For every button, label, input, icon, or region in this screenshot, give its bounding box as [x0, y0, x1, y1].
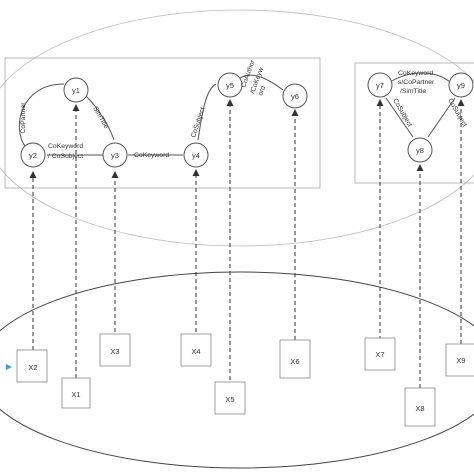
node-y4	[183, 142, 209, 168]
node-y1	[63, 77, 89, 103]
edge-y5-y6	[239, 74, 284, 91]
input-label-x7: X7	[375, 350, 384, 359]
triangle-marker-icon	[6, 364, 12, 370]
input-label-x5: X5	[225, 395, 234, 404]
input-box-x6	[279, 339, 311, 379]
edge-label-copartner: CoPartner	[20, 102, 27, 134]
node-y2-label: y2	[29, 151, 37, 160]
input-label-x2: X2	[28, 363, 37, 372]
node-y7-label: y7	[376, 81, 384, 90]
node-y2	[20, 142, 46, 168]
node-y6	[282, 83, 308, 109]
input-box-x9	[445, 343, 474, 377]
input-label-x6: X6	[290, 357, 299, 366]
input-label-x9: X9	[456, 356, 465, 365]
edge-y7-y9	[389, 72, 451, 83]
input-box-x7	[364, 337, 396, 371]
input-box-x4	[180, 333, 212, 367]
upper-plane-ellipse	[0, 9, 474, 247]
node-y5	[217, 72, 243, 98]
edge-label-cosubject: CoSubject	[190, 107, 206, 139]
node-y4-label: y4	[192, 151, 200, 160]
edge-label-coauthor-3: ord	[257, 85, 267, 97]
edge-label-cokeyword-cosubject-2: / CoSubject	[48, 153, 83, 160]
node-y3-label: y3	[111, 151, 119, 160]
edge-y9-y8	[427, 97, 456, 138]
right-cluster-box	[354, 62, 474, 184]
node-y9-label: y9	[457, 81, 465, 90]
node-y5-label: y5	[226, 81, 234, 90]
node-y1-label: y1	[72, 86, 80, 95]
input-box-x3	[99, 333, 131, 367]
edge-label-right-cosubject-2: CoSubject	[446, 98, 468, 129]
edge-label-right-cosubject-1: CoSubject	[391, 98, 413, 129]
input-label-x4: X4	[191, 347, 200, 356]
input-box-x1	[61, 377, 91, 409]
edge-label-right-top-1: CoKeyword	[398, 70, 433, 77]
node-y9	[448, 72, 474, 98]
input-box-x5	[214, 381, 246, 415]
node-y3	[102, 142, 128, 168]
node-y8-label: y8	[416, 146, 424, 155]
input-box-x8	[404, 387, 436, 427]
input-label-x8: X8	[415, 404, 424, 413]
node-y7	[367, 72, 393, 98]
edge-y1-y2	[18, 83, 65, 147]
edge-label-cokeyword-cosubject-1: CoKeyword	[48, 143, 83, 150]
edge-y4-y5	[197, 83, 217, 141]
edge-label-simtitle: SimTitle	[91, 106, 109, 131]
node-y8	[407, 137, 433, 163]
edge-label-right-top-2: s/CoPartner	[398, 79, 435, 86]
left-cluster-box	[4, 57, 321, 189]
edge-y1-y3	[85, 95, 115, 141]
edge-y7-y8	[385, 97, 414, 138]
node-y6-label: y6	[291, 92, 299, 101]
input-label-x3: X3	[110, 347, 119, 356]
edge-label-cokeyword: CoKeyword	[134, 152, 169, 159]
edge-label-right-top-3: /SimTitle	[400, 88, 426, 95]
input-label-x1: X1	[71, 390, 80, 399]
input-box-x2	[16, 349, 48, 383]
lower-plane-ellipse	[0, 271, 474, 469]
